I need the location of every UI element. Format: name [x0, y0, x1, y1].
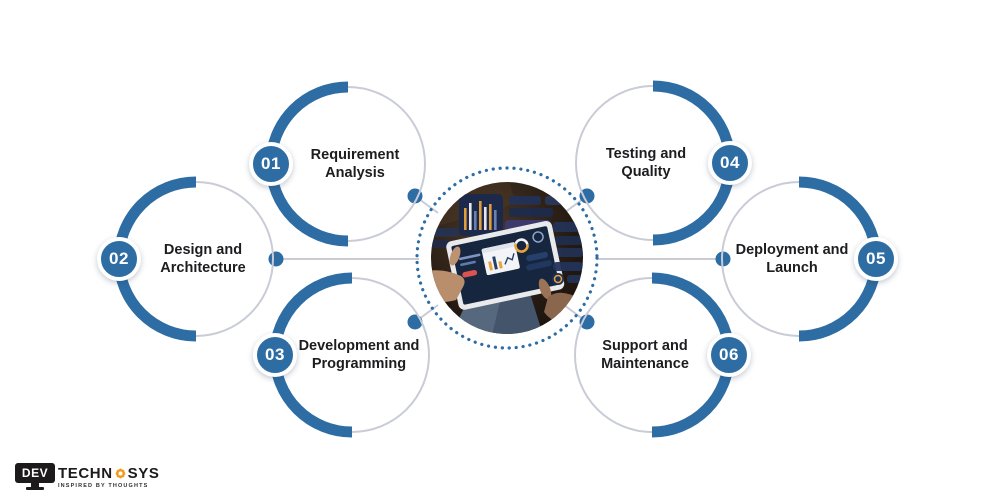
step-label: Requirement Analysis: [310, 146, 400, 181]
step-number-badge: 01: [249, 142, 293, 186]
step-requirement-analysis: 01 Requirement Analysis: [249, 79, 433, 249]
step-label: Design and Architecture: [160, 241, 246, 276]
step-number: 05: [866, 249, 886, 268]
step-support-maintenance: 06 Support and Maintenance: [567, 270, 751, 440]
step-number-badge: 02: [97, 237, 141, 281]
logo-monitor-text: DEV: [21, 466, 49, 480]
step-label: Development and Programming: [298, 337, 420, 372]
step-number: 02: [109, 249, 129, 268]
step-label: Support and Maintenance: [601, 337, 689, 372]
step-number: 04: [720, 153, 740, 172]
step-number: 06: [719, 345, 739, 364]
step-label: Deployment and Launch: [735, 241, 849, 276]
logo-text-right: SYS: [127, 465, 160, 482]
logo-tagline: INSPIRED BY THOUGHTS: [58, 483, 149, 489]
logo-wordmark: TECHN SYS: [58, 466, 160, 481]
gear-icon: [115, 468, 126, 479]
step-development-programming: 03 Development and Programming: [253, 270, 437, 440]
logo-text-left: TECHN: [58, 465, 113, 482]
step-label: Testing and Quality: [605, 145, 687, 180]
step-design-architecture: 02 Design and Architecture: [97, 174, 281, 344]
dotted-ring: [415, 166, 599, 350]
step-number: 01: [261, 154, 281, 173]
connector-dots: [268, 188, 731, 330]
monitor-icon: DEV: [15, 463, 55, 493]
step-testing-quality: 04 Testing and Quality: [568, 78, 752, 248]
step-number-badge: 03: [253, 333, 297, 377]
step-number-badge: 06: [707, 333, 751, 377]
step-number-badge: 05: [854, 237, 898, 281]
step-deployment-launch: 05 Deployment and Launch: [714, 174, 898, 344]
step-number-badge: 04: [708, 141, 752, 185]
center-photo: [417, 168, 597, 348]
step-number: 03: [265, 345, 285, 364]
tablet-dashboard-photo: [431, 182, 583, 334]
dev-technosys-logo: DEV TECHN SYS INSPIRED BY THOUGHTS: [15, 463, 160, 493]
